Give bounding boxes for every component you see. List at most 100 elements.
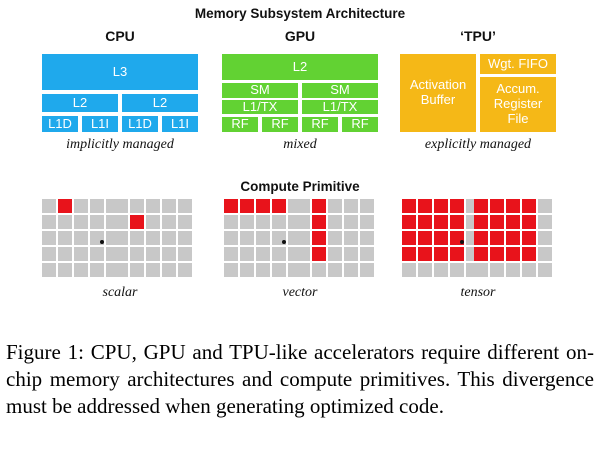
grid-cell: [360, 231, 374, 245]
grid-cell: [162, 231, 176, 245]
grid-cell: [114, 199, 128, 213]
vector-left-grid: [224, 199, 302, 277]
grid-cell: [146, 231, 160, 245]
grid-cell-active: [474, 247, 488, 261]
grid-cell: [538, 231, 552, 245]
vector-label: vector: [282, 285, 318, 300]
grid-cell: [538, 263, 552, 277]
grid-cell: [450, 263, 464, 277]
grid-cell-active: [490, 231, 504, 245]
grid-cell: [74, 231, 88, 245]
grid-cell: [162, 247, 176, 261]
grid-cell: [296, 263, 310, 277]
grid-cell-active: [490, 199, 504, 213]
grid-cell-active: [312, 215, 326, 229]
grid-cell: [328, 263, 342, 277]
grid-cell: [114, 263, 128, 277]
grid-cell-active: [434, 231, 448, 245]
grid-cell: [58, 231, 72, 245]
grid-cell: [130, 231, 144, 245]
grid-cell: [130, 263, 144, 277]
gpu-l1tx-right: L1/TX: [302, 99, 378, 114]
grid-cell-active: [434, 199, 448, 213]
grid-cell: [296, 215, 310, 229]
grid-cell-active: [402, 231, 416, 245]
grid-cell-active: [450, 247, 464, 261]
tensor-label: tensor: [460, 285, 496, 300]
grid-cell: [344, 199, 358, 213]
cpu-header: CPU: [105, 28, 135, 44]
grid-cell: [328, 247, 342, 261]
grid-cell: [256, 247, 270, 261]
grid-cell: [58, 215, 72, 229]
grid-cell: [42, 231, 56, 245]
grid-cell-active: [312, 247, 326, 261]
cpu-l1i-cache-right: L1I: [162, 116, 198, 132]
grid-cell-active: [402, 247, 416, 261]
grid-cell: [474, 263, 488, 277]
grid-cell-active: [418, 215, 432, 229]
grid-cell: [42, 215, 56, 229]
cpu-l1d-cache-left: L1D: [42, 116, 78, 132]
scalar-right-grid: [114, 199, 192, 277]
multiply-dot-tensor: [460, 240, 464, 244]
grid-cell: [178, 199, 192, 213]
grid-cell: [224, 247, 238, 261]
grid-cell: [146, 247, 160, 261]
grid-cell: [490, 263, 504, 277]
grid-cell: [296, 247, 310, 261]
grid-cell: [162, 215, 176, 229]
grid-cell: [74, 199, 88, 213]
grid-cell-active: [256, 199, 270, 213]
grid-cell-active: [506, 199, 520, 213]
grid-cell-active: [434, 215, 448, 229]
cpu-l2-cache-right: L2: [122, 94, 198, 112]
grid-cell: [162, 199, 176, 213]
grid-cell: [344, 231, 358, 245]
grid-cell: [296, 231, 310, 245]
grid-cell-active: [58, 199, 72, 213]
grid-cell-active: [474, 231, 488, 245]
gpu-header: GPU: [284, 28, 316, 44]
tensor-right-grid: [474, 199, 552, 277]
grid-cell: [146, 199, 160, 213]
grid-cell: [146, 215, 160, 229]
grid-cell: [90, 247, 104, 261]
vector-right-grid: [296, 199, 374, 277]
tpu-accumulator-register-file: Accum. Register File: [480, 77, 556, 132]
grid-cell: [42, 247, 56, 261]
grid-cell: [360, 263, 374, 277]
cpu-l1i-cache-left: L1I: [82, 116, 118, 132]
grid-cell: [178, 263, 192, 277]
grid-cell: [240, 215, 254, 229]
tpu-header: ‘TPU’: [460, 28, 496, 44]
grid-cell: [360, 215, 374, 229]
grid-cell: [538, 199, 552, 213]
grid-cell-active: [402, 199, 416, 213]
grid-cell-active: [434, 247, 448, 261]
tpu-management-caption: explicitly managed: [424, 137, 532, 152]
gpu-register-file-3: RF: [302, 116, 338, 132]
grid-cell: [130, 247, 144, 261]
grid-cell-active: [522, 199, 536, 213]
grid-cell: [114, 215, 128, 229]
grid-cell: [272, 215, 286, 229]
grid-cell: [328, 215, 342, 229]
grid-cell-active: [418, 199, 432, 213]
grid-cell: [506, 263, 520, 277]
grid-cell-active: [506, 215, 520, 229]
grid-cell-active: [240, 199, 254, 213]
grid-cell: [130, 199, 144, 213]
grid-cell: [114, 247, 128, 261]
grid-cell: [328, 231, 342, 245]
gpu-management-caption: mixed: [283, 137, 317, 152]
grid-cell: [240, 247, 254, 261]
grid-cell: [272, 263, 286, 277]
grid-cell-active: [490, 247, 504, 261]
grid-cell: [42, 263, 56, 277]
gpu-register-file-4: RF: [342, 116, 378, 132]
grid-cell: [224, 231, 238, 245]
compute-primitive-title: Compute Primitive: [240, 179, 360, 194]
grid-cell-active: [312, 199, 326, 213]
grid-cell: [90, 263, 104, 277]
